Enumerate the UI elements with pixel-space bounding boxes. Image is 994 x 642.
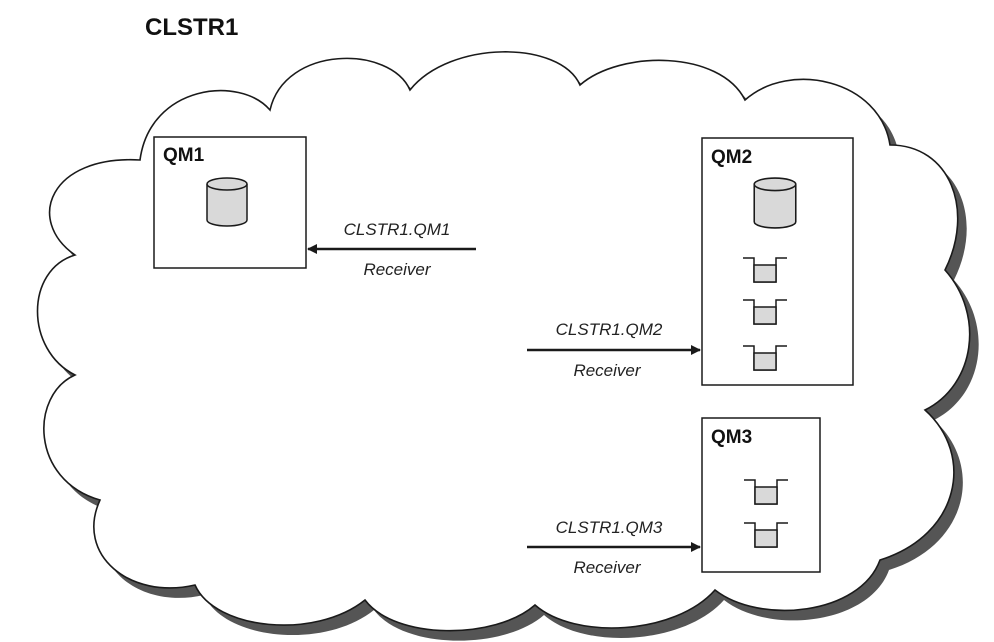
- qm3-label: QM3: [711, 427, 752, 448]
- qm2-label: QM2: [711, 147, 752, 168]
- qm2-box: [701, 137, 854, 386]
- channel-type: Receiver: [573, 558, 641, 577]
- repository-icon: [753, 177, 797, 229]
- channel-name: CLSTR1.QM1: [344, 220, 451, 239]
- repository-icon: [206, 177, 248, 227]
- queue-manager-qm3: QM3: [701, 417, 821, 573]
- channel-name: CLSTR1.QM2: [556, 320, 663, 339]
- channel-type: Receiver: [363, 260, 431, 279]
- channel-clstr1-qm1: CLSTR1.QM1 Receiver: [307, 220, 476, 279]
- qm1-label: QM1: [163, 145, 205, 166]
- channel-clstr1-qm3: CLSTR1.QM3 Receiver: [527, 518, 701, 577]
- channel-clstr1-qm2: CLSTR1.QM2 Receiver: [527, 320, 701, 380]
- queue-manager-qm1: QM1: [153, 136, 307, 269]
- channel-name: CLSTR1.QM3: [556, 518, 663, 537]
- channel-type: Receiver: [573, 361, 641, 380]
- queue-manager-qm2: QM2: [701, 137, 854, 386]
- cluster-title: CLSTR1: [145, 14, 238, 41]
